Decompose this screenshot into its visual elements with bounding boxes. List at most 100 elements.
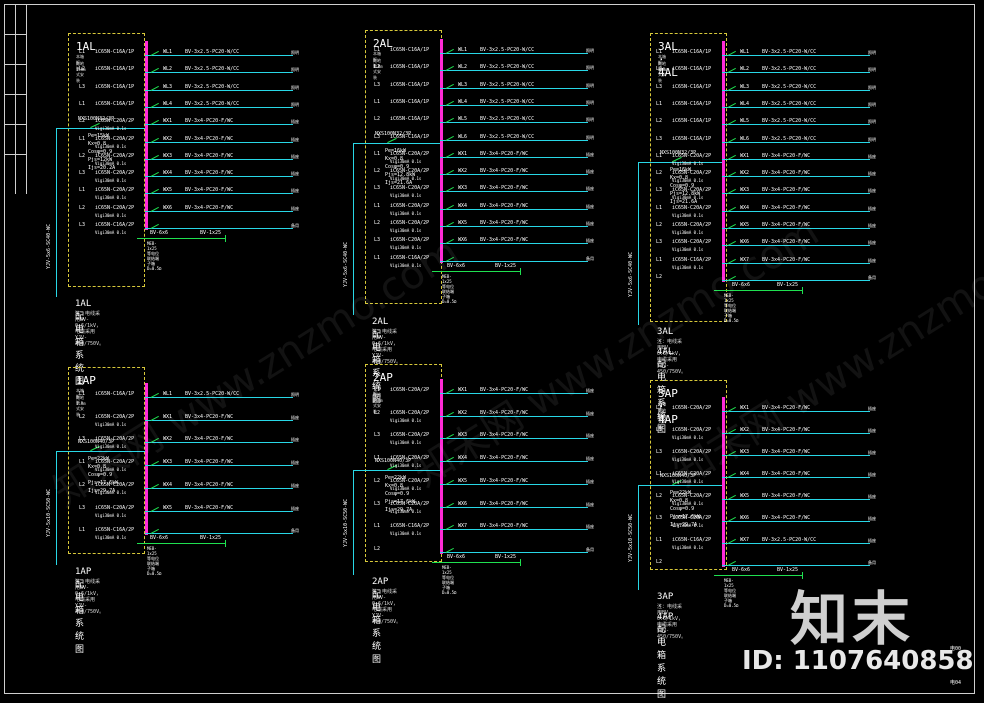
rcd-rating: Vigi30mA 0.1s (390, 463, 422, 469)
incoming-riser (56, 127, 57, 297)
branch-breaker: iC65N-C16A/1P (672, 66, 712, 73)
load-type: 照明 (868, 136, 876, 142)
branch-breaker: iC65N-C16A/1P (390, 81, 430, 88)
circuit-cable: BV-3x4-PC20-F/WC (762, 471, 811, 477)
branch-breaker: iC65N-C20A/2P (672, 493, 712, 499)
load-param: Pe=16kW (385, 147, 407, 154)
brand-logo: 知末 (790, 585, 915, 653)
load-type: 照明 (586, 117, 594, 123)
panel-caption: 1AL 配电箱系统图 (75, 299, 92, 387)
branch-line (722, 262, 870, 264)
branch-breaker: iC65N-C20A/2P (95, 135, 135, 142)
branch-line (440, 174, 588, 176)
rcd-rating: Vigi30mA 0.1s (672, 523, 704, 528)
ground-icon (520, 558, 521, 566)
rcd-rating: Vigi30mA 0.1s (672, 545, 704, 550)
branch-line (440, 53, 588, 54)
phase-label: L2 (656, 118, 663, 125)
circuit-id: WX4 (163, 481, 173, 488)
circuit-cable: BV-3x4-PC20-F/WC (185, 152, 234, 159)
main-breaker-label: NXS100N32/3P (375, 130, 412, 137)
load-type: 插座 (586, 388, 594, 393)
circuit-id: WX4 (458, 202, 468, 209)
branch-line (722, 210, 870, 212)
load-param: Pe=15kW (88, 132, 110, 139)
branch-line (722, 245, 870, 247)
circuit-id: WX1 (740, 405, 750, 411)
branch-line (440, 260, 588, 262)
load-param: Ijs=29.7A (88, 488, 116, 495)
circuit-cable: BV-3x2.5-PC20-W/CC (480, 116, 535, 123)
branch-line (722, 565, 870, 566)
circuit-cable: BV-3x4-PC20-F/WC (185, 413, 234, 420)
ground-label: BV-6x6 (732, 281, 751, 288)
panel-note: 本箱板，嵌入式安装 (373, 385, 381, 414)
branch-breaker: iC65N-C16A/2P (672, 537, 712, 543)
ground-cable-label: BV-1x25 (495, 553, 517, 560)
circuit-cable: BV-3x4-PC20-F/WC (762, 405, 811, 411)
incoming-cable-label: YJV-5x10-SC50-WC (628, 513, 634, 562)
rcd-rating: Vigi30mA 0.1s (95, 421, 127, 427)
pe-note-line: 等电位联结端子箱 (147, 556, 159, 572)
phase-label: L1 (79, 459, 86, 466)
circuit-cable: BV-3x4-PC20-F/WC (480, 432, 529, 439)
branch-breaker: iC65N-C16A/2P (95, 527, 135, 534)
pe-note-line: MEB-1x25 (442, 564, 452, 575)
branch-breaker: iC65N-C20A/2P (95, 118, 135, 125)
circuit-id: WX4 (740, 204, 750, 211)
branch-line (722, 124, 870, 126)
circuit-id: WX6 (458, 237, 468, 244)
load-type: 插座 (868, 223, 876, 228)
branch-line (440, 139, 588, 141)
load-param: Cosφ=0.9 (385, 163, 410, 170)
load-type: 备用 (868, 560, 876, 565)
load-type: 插座 (868, 516, 876, 521)
panel-title: 1AL (76, 40, 96, 53)
busbar (440, 39, 443, 263)
ground-line (432, 561, 520, 563)
branch-breaker: iC65N-C20A/2P (672, 515, 712, 521)
load-type: 插座 (868, 171, 876, 177)
circuit-id: WX3 (458, 185, 468, 192)
phase-label: L2 (656, 222, 663, 228)
circuit-id: WX7 (458, 523, 468, 530)
circuit-id: WX5 (163, 504, 173, 511)
branch-line (145, 419, 293, 421)
branch-line (722, 89, 870, 91)
branch-line (440, 104, 588, 106)
panel-note: 本箱板，嵌入式安装 (658, 54, 666, 83)
phase-label: L1 (79, 100, 86, 107)
load-type: 插座 (586, 186, 594, 192)
branch-breaker: iC65N-C16A/1P (390, 98, 430, 105)
pe-note-line: 等电位联结端子箱 (147, 251, 159, 266)
ground-cable-label: BV-1x25 (777, 567, 799, 573)
branch-breaker: iC65N-C20A/2P (672, 222, 712, 228)
load-type: 插座 (586, 501, 594, 507)
incoming-cable-label: YJV-5x10-SC50-WC (343, 498, 349, 547)
rcd-rating: Vigi30mA 0.1s (390, 193, 422, 199)
branch-breaker: iC65N-C20A/2P (390, 150, 430, 157)
circuit-cable: BV-3x2.5-PC20-W/CC (185, 83, 240, 90)
phase-label: L3 (656, 187, 663, 194)
load-type: 插座 (868, 538, 876, 543)
circuit-cable: BV-3x2.5-PC20-W/CC (480, 64, 535, 71)
circuit-cable: BV-3x4-PC20-F/WC (762, 515, 811, 521)
circuit-id: WX7 (740, 256, 750, 263)
rcd-rating: Vigi30mA 0.1s (95, 143, 127, 149)
circuit-cable: BV-3x2.5-PC20-W/CC (762, 100, 817, 107)
circuit-id: WX7 (740, 537, 750, 543)
branch-line (145, 72, 293, 74)
rcd-rating: Vigi30mA 0.1s (672, 479, 704, 484)
phase-label: L3 (79, 83, 86, 90)
